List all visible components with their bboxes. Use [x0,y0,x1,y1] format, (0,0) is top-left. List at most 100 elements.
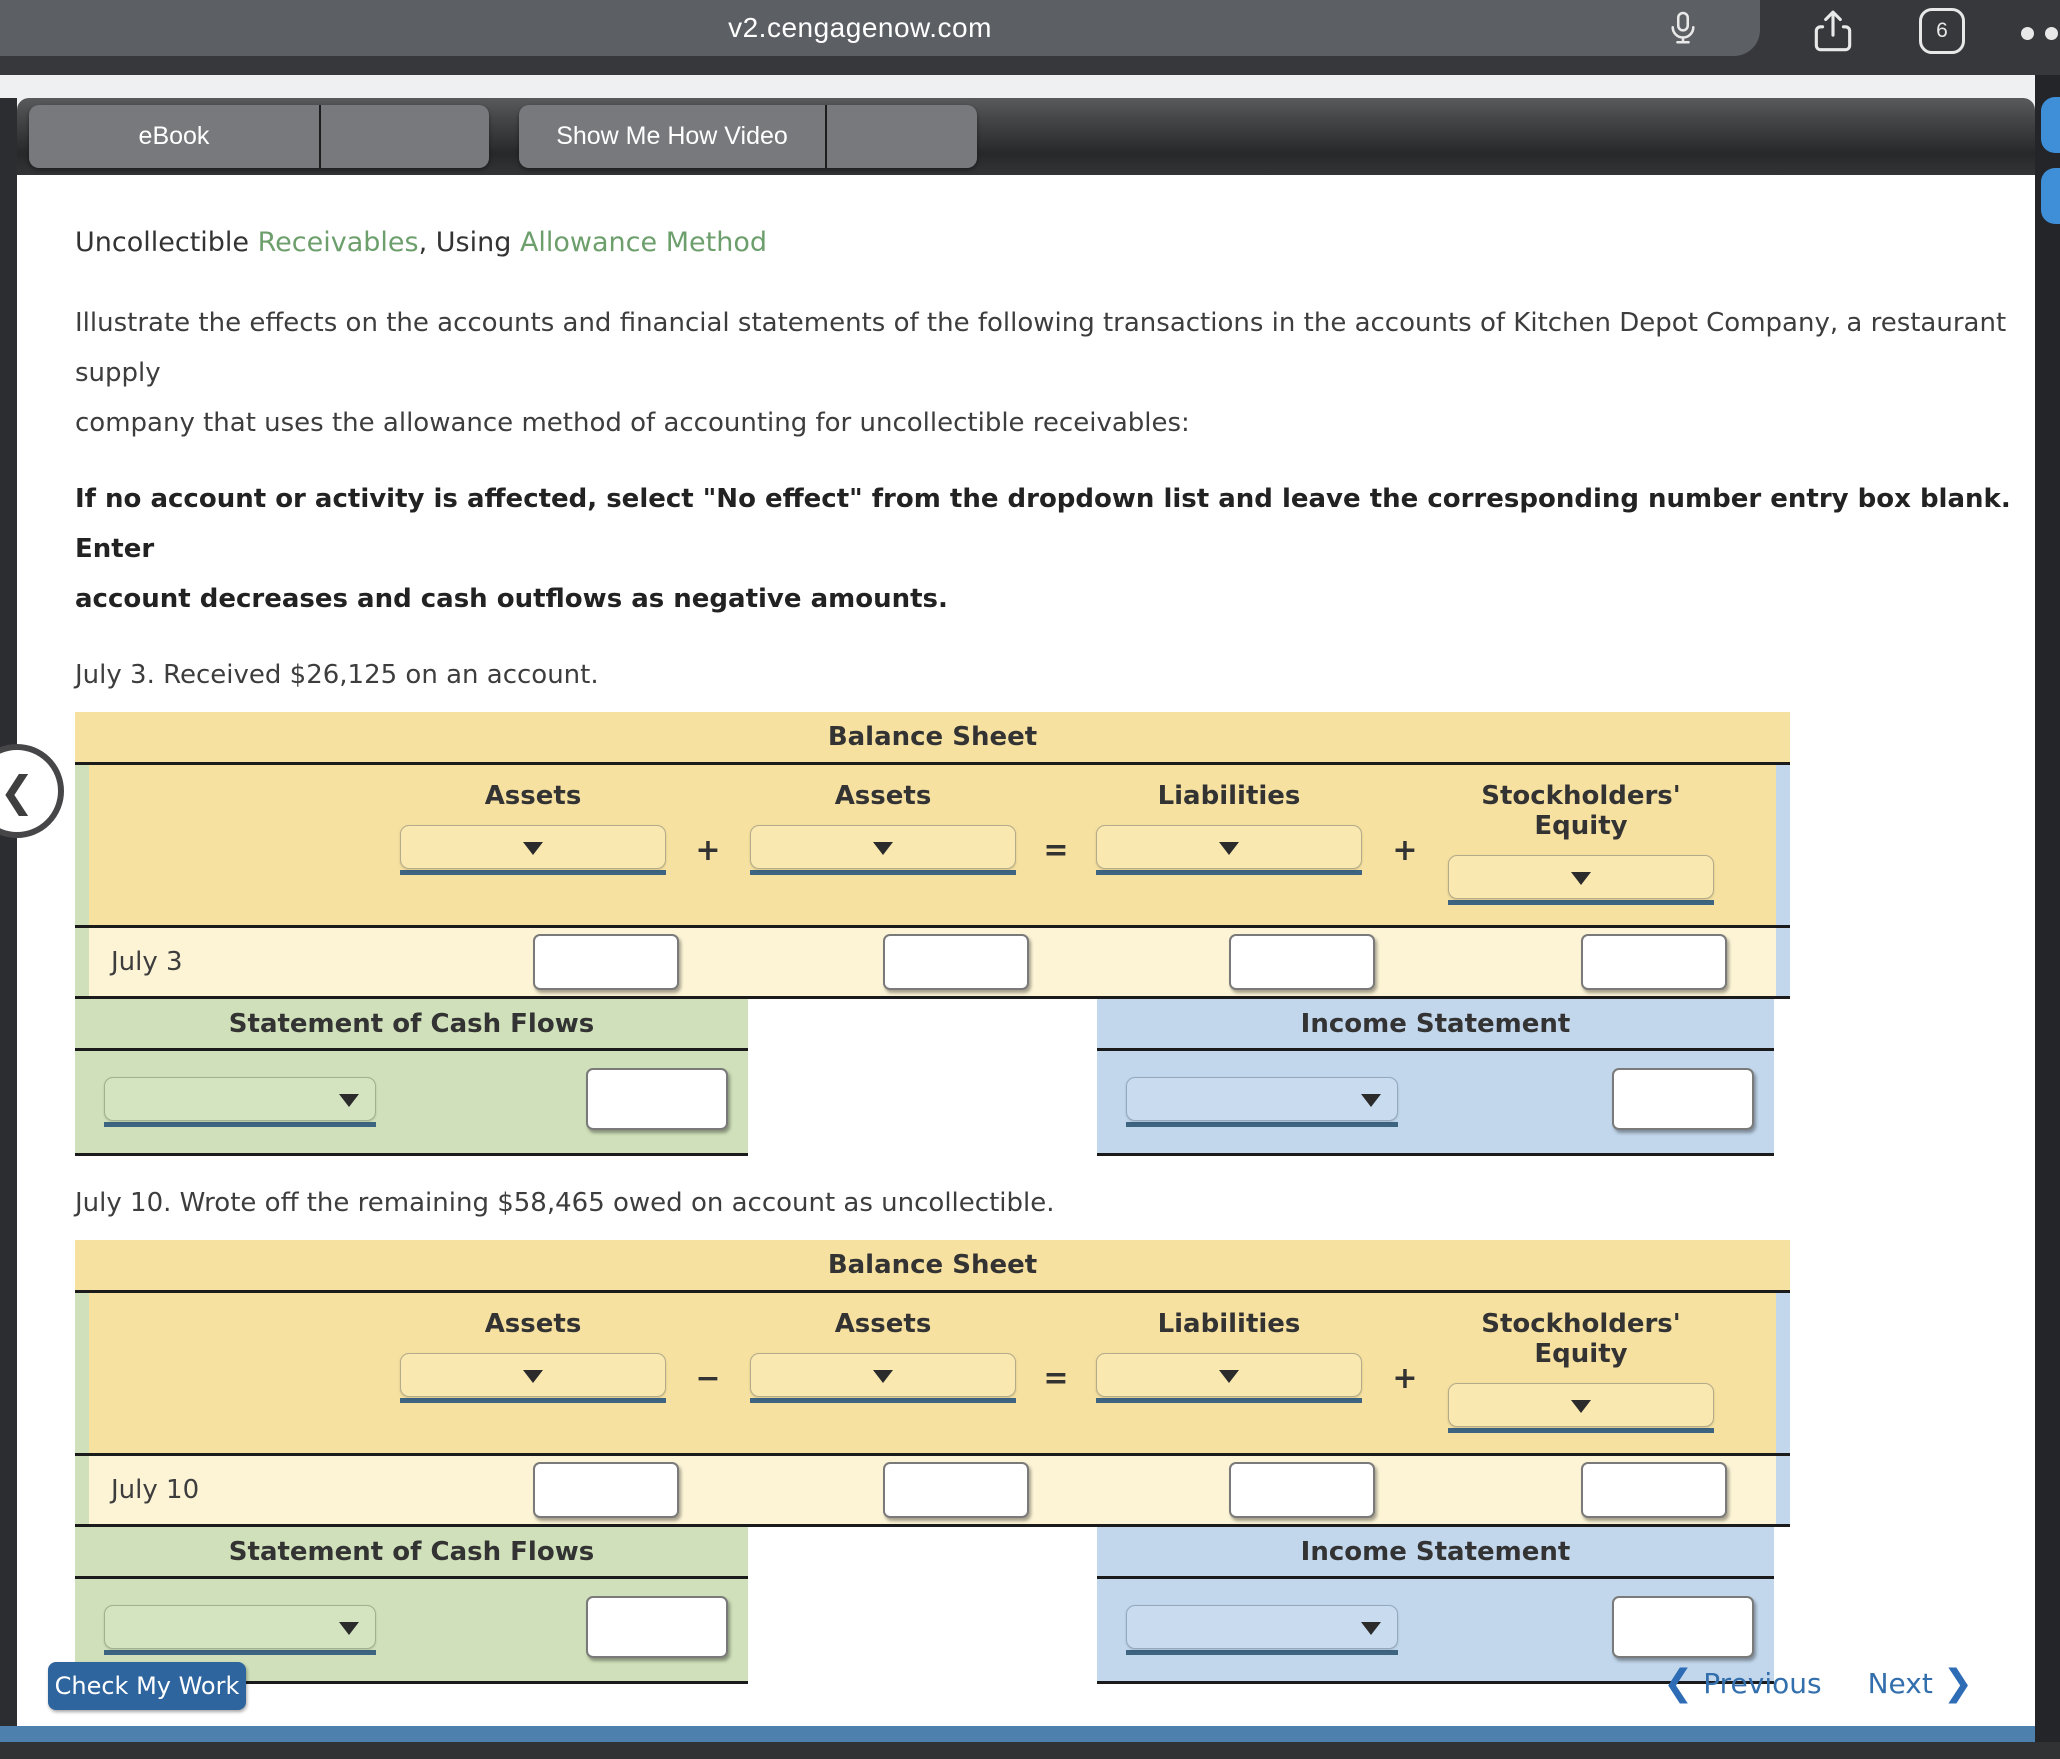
operator-plus: + [695,833,721,868]
resource-toolbar: eBook Show Me How Video [17,98,2035,175]
intro-paragraph: Illustrate the effects on the accounts a… [75,298,2035,448]
equity-dropdown[interactable] [1448,1383,1714,1433]
assets2-column: Assets [733,781,1033,905]
financial-statement-table-july3: Balance Sheet Assets + [75,712,1790,1156]
entry-row-label: July 10 [111,1475,200,1505]
tab-show-me-how-video[interactable]: Show Me How Video [519,105,825,168]
financial-statement-table-july10: Balance Sheet Assets − [75,1240,1790,1684]
dropdown-arrow-icon [339,1622,359,1635]
operator-plus: + [1392,833,1418,868]
dropdown-underline [1448,1428,1714,1433]
transaction-2-prompt: July 10. Wrote off the remaining $58,465… [75,1188,1055,1218]
tab-count: 6 [1936,19,1948,42]
problem-page: Uncollectible Receivables, Using Allowan… [17,175,2035,1726]
dropdown-underline [1126,1650,1398,1655]
equity-dropdown[interactable] [1448,855,1714,905]
assets1-amount-input[interactable] [533,934,679,990]
tabs-icon[interactable]: 6 [1919,8,1965,54]
dropdown-underline [104,1122,376,1127]
dropdown-arrow-icon [873,842,893,855]
previous-label: Previous [1703,1667,1822,1700]
microphone-icon[interactable] [1664,9,1702,52]
balance-sheet-column-band: Assets − Assets [75,1293,1790,1456]
tab-video-extra[interactable] [827,105,975,168]
income-statement-amount-input[interactable] [1612,1596,1754,1658]
dropdown-arrow-icon [523,1370,543,1383]
operator-equals: = [1043,833,1069,868]
tab-show-me-how-label: Show Me How Video [556,122,788,150]
row-label-spacer [89,1309,383,1433]
assets2-column: Assets [733,1309,1033,1433]
balance-sheet-header: Balance Sheet [75,1240,1790,1293]
assets1-dropdown[interactable] [400,825,666,875]
title-text: Uncollectible [75,227,258,258]
dropdown-underline [1096,1398,1362,1403]
cash-flow-amount-input[interactable] [586,1596,728,1658]
status-dot-icon [2045,27,2058,40]
status-dot-icon [2021,27,2034,40]
assets2-dropdown[interactable] [750,1353,1016,1403]
tab-divider [319,105,321,168]
tab-ebook-label: eBook [138,122,210,150]
dropdown-arrow-icon [1361,1622,1381,1635]
income-statement-header: Income Statement [1097,999,1774,1051]
liabilities-dropdown[interactable] [1096,1353,1362,1403]
liabilities-column: Liabilities [1079,781,1379,905]
tab-ebook-extra[interactable] [321,105,489,168]
income-statement-amount-input[interactable] [1612,1068,1754,1130]
cash-flow-panel: Statement of Cash Flows [75,1527,748,1684]
assets1-dropdown[interactable] [400,1353,666,1403]
chevron-right-icon: ❯ [1942,1663,1973,1704]
assets2-amount-input[interactable] [883,934,1029,990]
allowance-method-link[interactable]: Allowance Method [519,227,767,258]
next-label: Next [1867,1667,1933,1700]
assets1-amount-input[interactable] [533,1462,679,1518]
equity-column: Stockholders' Equity [1431,1309,1731,1433]
split-view-handle-icon[interactable] [2041,97,2060,153]
operator-plus: + [1392,1361,1418,1396]
bottom-accent-bar [0,1726,2035,1742]
liabilities-dropdown[interactable] [1096,825,1362,875]
equity-amount-input[interactable] [1581,1462,1727,1518]
entry-row-band: July 3 [75,928,1790,999]
assets2-dropdown[interactable] [750,825,1016,875]
previous-button[interactable]: ❮ Previous [1663,1663,1822,1704]
check-my-work-button[interactable]: Check My Work [48,1662,246,1710]
income-statement-dropdown[interactable] [1126,1077,1398,1127]
cash-flow-amount-input[interactable] [586,1068,728,1130]
assets2-amount-input[interactable] [883,1462,1029,1518]
dropdown-arrow-icon [1219,1370,1239,1383]
equity-amount-input[interactable] [1581,934,1727,990]
address-bar[interactable]: v2.cengagenow.com [0,0,1760,56]
income-statement-dropdown[interactable] [1126,1605,1398,1655]
dropdown-arrow-icon [1361,1094,1381,1107]
dropdown-arrow-icon [1571,1400,1591,1413]
entry-row-label: July 3 [111,947,183,977]
next-button[interactable]: Next ❯ [1868,1663,1973,1704]
tab-ebook[interactable]: eBook [29,105,319,168]
pager: ❮ Previous Next ❯ [1663,1663,1973,1704]
cash-flow-dropdown[interactable] [104,1605,376,1655]
balance-sheet-column-band: Assets + Assets [75,765,1790,928]
cash-flow-dropdown[interactable] [104,1077,376,1127]
tab-divider [825,105,827,168]
instruction-paragraph: If no account or activity is affected, s… [75,474,2035,624]
liabilities-amount-input[interactable] [1229,1462,1375,1518]
blue-edge [1776,1456,1790,1524]
dropdown-underline [400,1398,666,1403]
equity-header: Stockholders' Equity [1481,781,1681,841]
share-icon[interactable] [1808,8,1858,62]
panel-gap [748,999,1097,1156]
chevron-left-icon: ❮ [1663,1663,1694,1704]
window-left-edge [0,98,17,1744]
blue-edge [1776,765,1790,925]
receivables-link[interactable]: Receivables [257,227,419,258]
liabilities-amount-input[interactable] [1229,934,1375,990]
entry-row-band: July 10 [75,1456,1790,1527]
dropdown-underline [1126,1122,1398,1127]
operator-equals: = [1043,1361,1069,1396]
split-view-handle-icon[interactable] [2041,168,2060,224]
liabilities-header: Liabilities [1157,1309,1301,1339]
chevron-left-icon: ❮ [0,766,35,816]
app-window: eBook Show Me How Video Uncollectible Re… [17,75,2035,1742]
